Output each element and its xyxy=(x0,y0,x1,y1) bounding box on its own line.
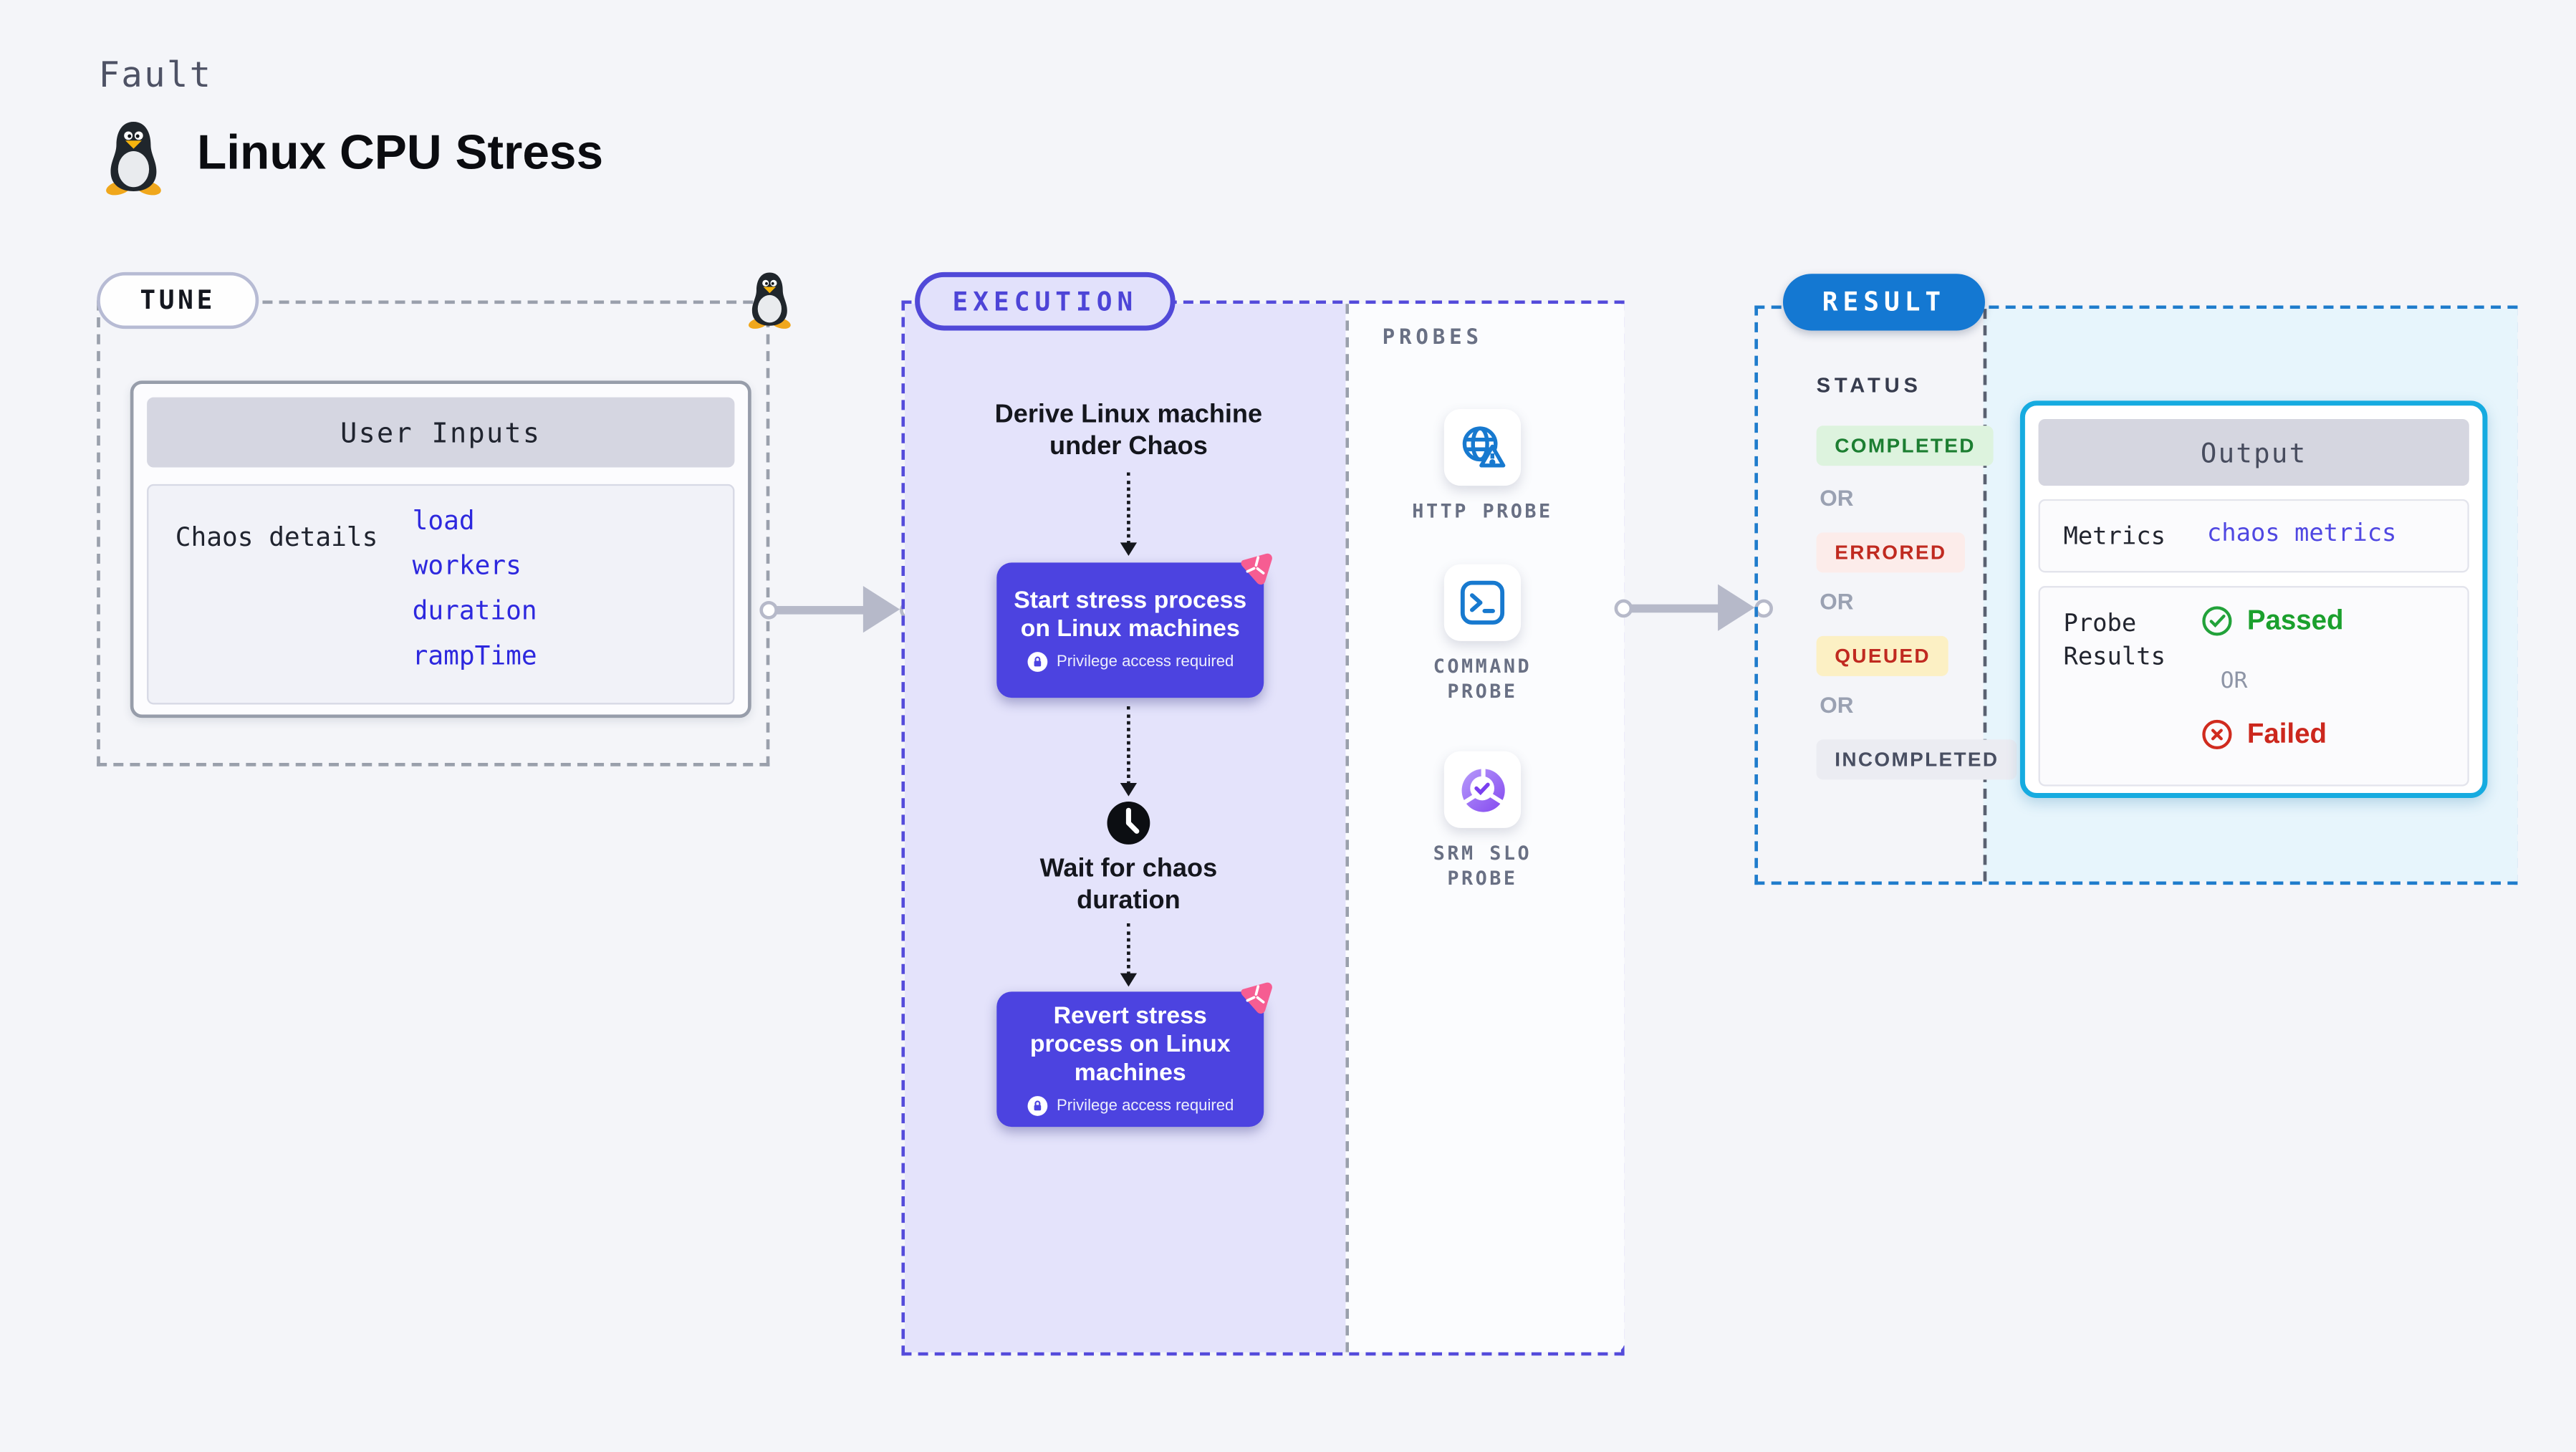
slo-donut-check-icon xyxy=(1461,766,1504,812)
chaos-details-values: load workers duration rampTime xyxy=(413,506,537,671)
revert-stress-text: Revert stress process on Linux machines xyxy=(1029,1002,1231,1086)
http-probe-card xyxy=(1443,408,1522,486)
metrics-row: Metrics chaos metrics xyxy=(2038,499,2469,573)
arrowhead-icon xyxy=(1120,973,1138,987)
probe-results-label: Probe Results xyxy=(2063,610,2166,671)
param-link-duration[interactable]: duration xyxy=(412,595,537,626)
param-link-load[interactable]: load xyxy=(412,506,475,537)
page-title: Linux CPU Stress xyxy=(196,127,604,181)
privilege-row: Privilege access required xyxy=(1027,1095,1234,1116)
status-badge-incompleted: INCOMPLETED xyxy=(1816,739,2018,780)
check-circle-icon xyxy=(2202,606,2232,636)
chaos-fault-icon xyxy=(1241,553,1272,585)
fault-kicker: Fault xyxy=(98,54,213,95)
or-label: OR xyxy=(1820,693,1854,718)
failed-label: Failed xyxy=(2246,718,2327,749)
arrowhead-icon xyxy=(1718,584,1755,631)
terminal-icon xyxy=(1460,580,1505,625)
globe-alert-icon xyxy=(1461,425,1505,467)
command-probe-label: COMMAND PROBE xyxy=(1433,654,1532,703)
chaos-details-label: Chaos details xyxy=(175,522,378,553)
tune-pill: TUNE xyxy=(97,271,259,330)
http-probe-label: HTTP PROBE xyxy=(1412,499,1553,523)
or-label: OR xyxy=(1820,486,1854,511)
passed-label: Passed xyxy=(2246,605,2344,635)
or-label: OR xyxy=(1820,589,1854,615)
privilege-note: Privilege access required xyxy=(1057,1095,1234,1115)
failed-line: Failed xyxy=(2201,718,2327,751)
lock-icon xyxy=(1027,652,1048,672)
probes-heading: PROBES xyxy=(1382,324,1483,350)
tux-penguin-icon xyxy=(106,121,161,196)
passed-line: Passed xyxy=(2201,605,2344,638)
revert-stress-card: Revert stress process on Linux machines … xyxy=(996,991,1264,1128)
x-circle-icon xyxy=(2202,719,2232,750)
privilege-row: Privilege access required xyxy=(1027,651,1234,673)
metrics-label: Metrics xyxy=(2063,524,2166,552)
tune-section-box xyxy=(97,300,770,766)
privilege-note: Privilege access required xyxy=(1057,653,1234,671)
chaos-metrics-link[interactable]: chaos metrics xyxy=(2206,521,2397,548)
connector-node xyxy=(1613,598,1633,617)
dotted-connector xyxy=(1120,472,1138,557)
result-pill: RESULT xyxy=(1782,274,1985,331)
status-badge-queued: QUEUED xyxy=(1816,635,1949,676)
or-label: OR xyxy=(2220,668,2248,695)
tux-penguin-small-icon xyxy=(749,272,791,329)
chaos-details-row: Chaos details load workers duration ramp… xyxy=(147,484,735,705)
dotted-connector xyxy=(1120,923,1138,987)
start-stress-card: Start stress process on Linux machines P… xyxy=(996,562,1264,698)
wait-step-text: Wait for chaos duration xyxy=(1039,855,1218,915)
param-link-rampTime[interactable]: rampTime xyxy=(412,640,537,671)
connector-arrow-execution-result xyxy=(1613,582,1775,633)
chaos-fault-icon xyxy=(1241,982,1272,1014)
connector-node xyxy=(759,600,777,619)
status-heading: STATUS xyxy=(1816,374,1922,398)
lock-icon xyxy=(1027,1095,1048,1115)
connector-arrow-tune-execution xyxy=(759,585,920,635)
status-badge-completed: COMPLETED xyxy=(1816,425,1994,466)
clock-icon xyxy=(1107,802,1150,845)
derive-step-text: Derive Linux machine under Chaos xyxy=(994,400,1263,461)
start-stress-text: Start stress process on Linux machines xyxy=(1014,587,1247,643)
output-header: Output xyxy=(2038,418,2469,486)
arrowhead-icon xyxy=(862,586,900,633)
dotted-connector xyxy=(1120,706,1138,797)
arrowhead-icon xyxy=(1120,542,1138,557)
arrowhead-icon xyxy=(1120,783,1138,797)
srm-slo-probe-card xyxy=(1443,751,1522,828)
probe-results-row: Probe Results Passed OR Failed xyxy=(2038,586,2469,787)
user-inputs-card: User Inputs Chaos details load workers d… xyxy=(130,380,751,718)
status-badge-errored: ERRORED xyxy=(1816,532,1966,573)
param-link-workers[interactable]: workers xyxy=(412,551,522,582)
output-card: Output Metrics chaos metrics Probe Resul… xyxy=(2019,400,2488,798)
user-inputs-header: User Inputs xyxy=(147,397,735,468)
command-probe-card xyxy=(1443,564,1522,641)
execution-pill: EXECUTION xyxy=(915,271,1176,331)
srm-slo-probe-label: SRM SLO PROBE xyxy=(1433,841,1532,890)
